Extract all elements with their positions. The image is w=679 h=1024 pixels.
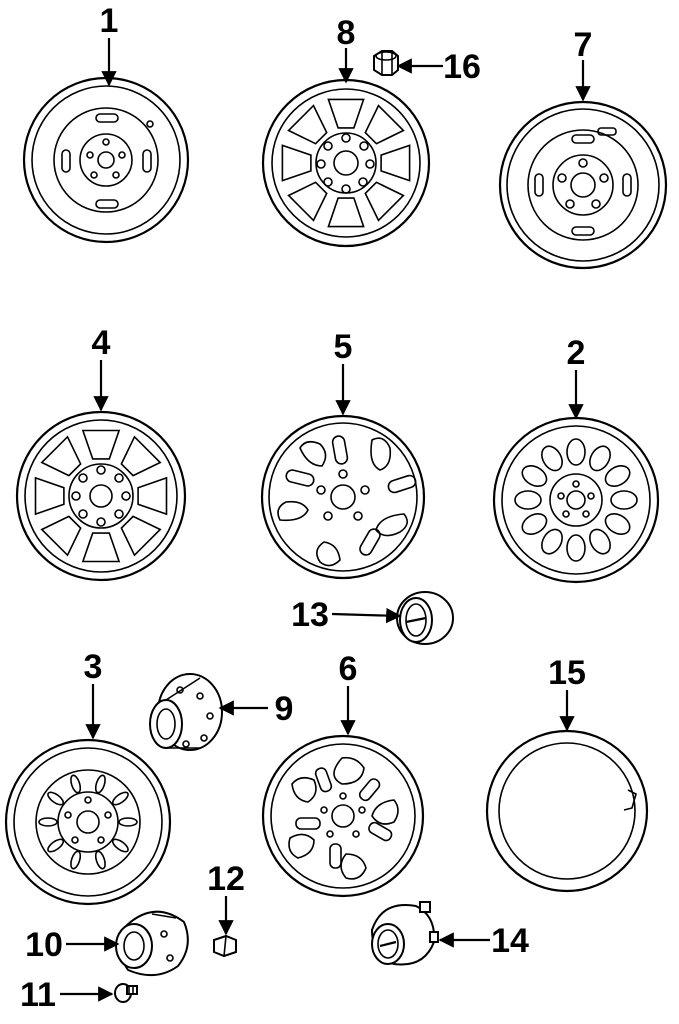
spoke-window [364,181,405,222]
spoke-window [120,435,162,477]
callout-4: 4 [92,324,111,362]
callout-14: 14 [491,922,529,960]
spoke-window [327,197,365,228]
leaf-slot [70,774,82,794]
oval-hole [521,513,548,535]
callout-6: 6 [339,650,358,688]
callout-2: 2 [567,334,586,372]
callout-15: 15 [548,654,586,692]
leader-13 [331,607,402,624]
leaf-slot [47,791,65,806]
spoke-window [327,98,365,129]
spoke-window [287,104,328,145]
callout-16: 16 [443,48,481,86]
bolt-11 [114,983,138,1003]
hub-cap-10 [115,910,189,977]
wheel-4 [15,410,187,582]
spoke-window [120,515,162,557]
spoke-window [281,144,312,182]
spoke-window [380,144,411,182]
leaf-slot [111,791,129,806]
oval-hole [521,465,548,487]
oval-hole [566,534,586,562]
callout-13: 13 [291,596,329,634]
oval-hole [589,445,611,472]
spoke-window [40,435,82,477]
spoke-window [40,515,82,557]
wheel-2 [492,416,660,584]
oval-hole [541,445,563,472]
callout-8: 8 [337,14,356,52]
leader-lines [60,38,591,1002]
spoke-window [34,476,65,516]
spoke-window [364,104,405,145]
spoke-window [81,532,121,563]
wheel-5 [260,414,426,580]
callout-3: 3 [84,648,103,686]
wheel-7 [498,100,668,270]
oval-hole [566,438,586,466]
wheel-1 [22,76,190,244]
leaf-slot [111,838,129,853]
oval-hole [610,490,638,510]
oval-hole [514,490,542,510]
oval-hole [604,513,631,535]
callout-9: 9 [275,690,294,728]
leaf-slot [47,838,65,853]
center-cap-14 [370,901,439,966]
leaf-slot [94,850,106,870]
leaf-slot [118,817,138,827]
leaf-slot [70,850,82,870]
callout-1: 1 [100,2,119,40]
callout-10: 10 [25,926,63,964]
trim-ring-15 [485,729,649,893]
spoke-window [287,181,328,222]
callout-11: 11 [20,976,56,1014]
callout-labels: 1 8 16 7 4 5 2 13 3 9 6 15 10 11 12 14 [20,2,592,1014]
callout-5: 5 [334,328,353,366]
lug-nut-16 [373,50,399,76]
oval-hole [604,465,631,487]
oval-hole [541,528,563,555]
oval-hole [589,528,611,555]
wheel-6 [261,734,425,898]
clip-12 [213,934,237,958]
hub-cap-9 [149,673,223,751]
spoke-window [137,476,168,516]
callout-12: 12 [207,860,245,898]
center-cap-13 [396,591,454,645]
callout-7: 7 [574,26,593,64]
wheel-8 [261,78,431,248]
leaf-slot [94,774,106,794]
wheel-3 [4,738,172,906]
leaf-slot [38,817,58,827]
spoke-window [81,429,121,460]
